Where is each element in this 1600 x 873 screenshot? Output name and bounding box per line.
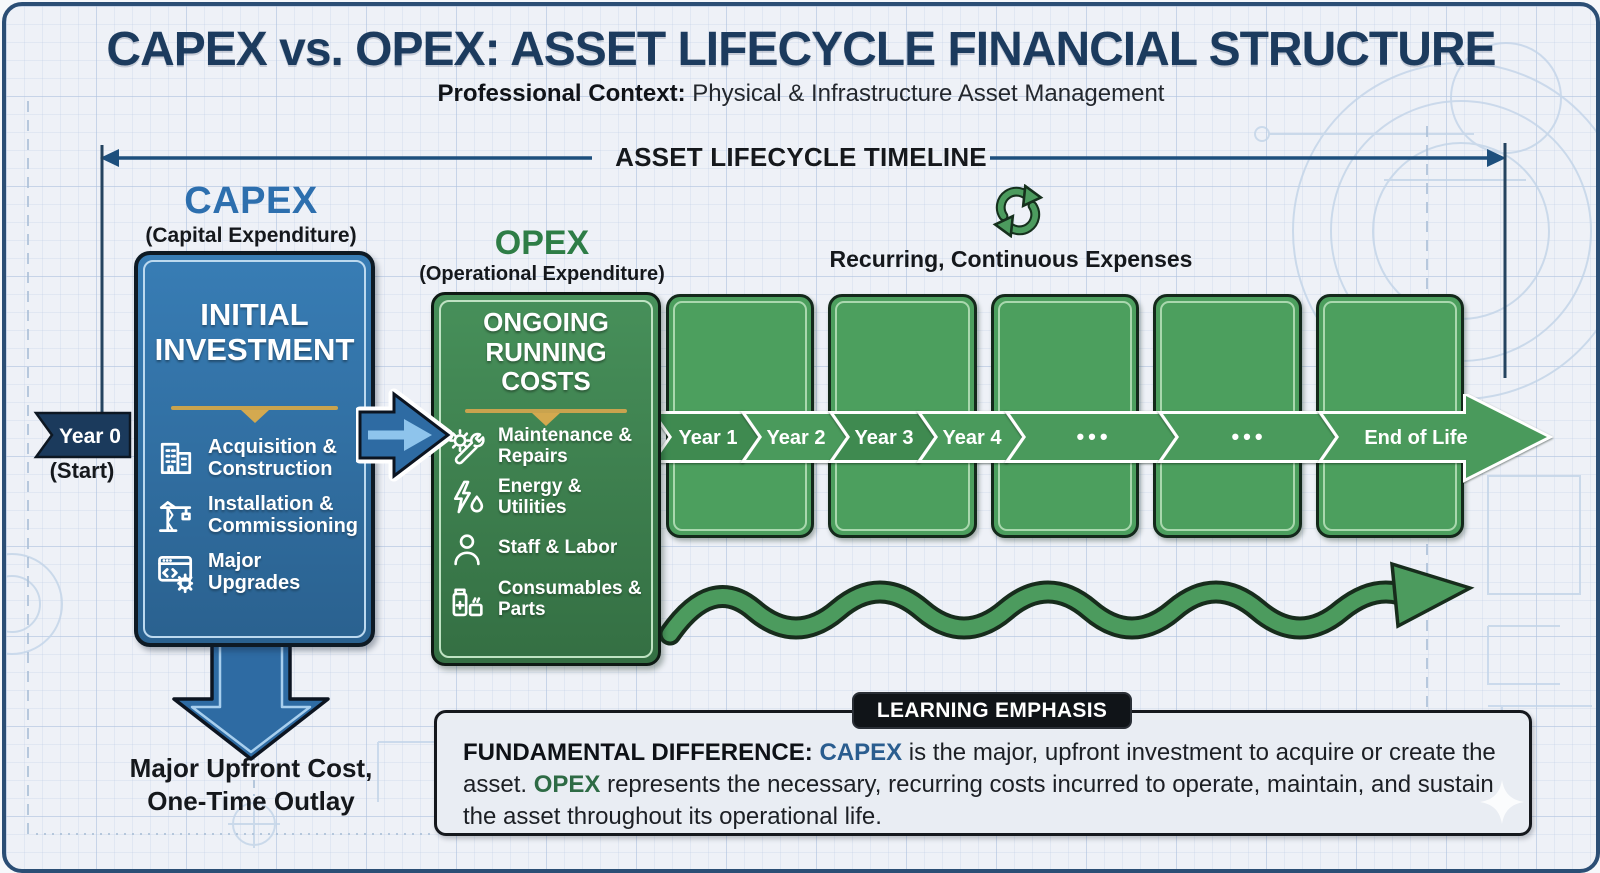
list-item: Acquisition & Construction xyxy=(154,436,371,480)
opex-items: Maintenance & Repairs Energy & Utilities xyxy=(446,424,658,621)
opex-heading: OPEX (Operational Expenditure) xyxy=(412,224,672,286)
crane-icon xyxy=(159,500,192,532)
timeline-end-arrow xyxy=(1317,394,1554,483)
opex-abbr: OPEX xyxy=(494,224,590,262)
consumables-icon xyxy=(452,588,483,617)
timeline-segment-label: ••• xyxy=(1076,424,1111,449)
sparkle-decoration xyxy=(1480,780,1524,824)
learning-middle-text: is the major, upfront investment to acqu… xyxy=(463,739,1496,798)
upfront-cost-down-arrow xyxy=(172,635,330,761)
capex-caption: Major Upfront Cost, One-Time Outlay xyxy=(91,752,411,817)
timeline-segment xyxy=(828,411,938,463)
timeline-segment xyxy=(740,411,850,463)
capex-items: Acquisition & Construction Installation … xyxy=(154,436,371,594)
year0-label: Year 0 xyxy=(59,425,121,448)
capex-abbr: CAPEX xyxy=(184,180,318,222)
timeline-segment xyxy=(916,411,1026,463)
opex-word: OPEX xyxy=(533,770,601,798)
capex-caption-line1: Major Upfront Cost, xyxy=(129,753,373,783)
learning-emphasis-text: FUNDAMENTAL DIFFERENCE: CAPEX is the maj… xyxy=(437,713,1529,833)
capex-box: INITIAL INVESTMENT Acquisition & Constru… xyxy=(134,251,375,647)
timeline-axis xyxy=(100,143,1507,422)
list-item: Installation & Commissioning xyxy=(154,493,371,537)
wavy-expense-arrow xyxy=(658,561,1475,646)
inner-arrow-head xyxy=(404,419,432,451)
timeline-segment-label: Year 4 xyxy=(943,427,1003,449)
timeline-segment-label: Year 3 xyxy=(855,427,914,449)
opex-box-title: ONGOING RUNNING COSTS xyxy=(483,307,609,397)
capex-box-title: INITIAL INVESTMENT xyxy=(154,297,355,368)
axis-left-arrowhead xyxy=(100,149,119,167)
learning-emphasis-badge: LEARNING EMPHASIS xyxy=(852,692,1132,729)
timeline-segment xyxy=(1157,411,1339,463)
capex-heading: CAPEX (Capital Expenditure) xyxy=(101,180,401,248)
energy-icon xyxy=(453,480,484,514)
subtitle-text: Physical & Infrastructure Asset Manageme… xyxy=(685,80,1165,107)
timeline-segment-label: Year 1 xyxy=(679,427,738,449)
list-item: Major Upgrades xyxy=(154,550,371,594)
capex-item-label: Major Upgrades xyxy=(208,549,301,594)
upgrades-icon xyxy=(158,555,194,593)
list-item: Energy & Utilities xyxy=(446,475,658,519)
capex-caption-line2: One-Time Outlay xyxy=(147,785,355,816)
recurring-expenses-label: Recurring, Continuous Expenses xyxy=(829,246,1193,272)
page-title: CAPEX vs. OPEX: ASSET LIFECYCLE FINANCIA… xyxy=(106,23,1496,76)
capex-item-label: Acquisition & Construction xyxy=(208,435,337,480)
capex-item-label: Installation & Commissioning xyxy=(208,492,359,537)
timeline-segment xyxy=(654,411,762,463)
opex-box: ONGOING RUNNING COSTS Maintenance & Repa… xyxy=(431,292,661,666)
maintenance-icon xyxy=(449,428,485,465)
opex-full-name: (Operational Expenditure) xyxy=(419,263,665,285)
page-subtitle: Professional Context: Physical & Infrast… xyxy=(6,80,1596,108)
recycle-icon xyxy=(992,184,1044,238)
list-item: Staff & Labor xyxy=(446,528,658,570)
timeline-segment-label: End of Life xyxy=(1364,427,1467,449)
year0-banner: Year 0 xyxy=(33,411,132,459)
timeline-segment-label: Year 2 xyxy=(767,427,826,449)
subtitle-label: Professional Context: xyxy=(437,80,686,107)
opex-item-label: Consumables & Parts xyxy=(498,577,642,620)
list-item: Maintenance & Repairs xyxy=(446,424,658,468)
timeline-segment-label: ••• xyxy=(1231,424,1266,449)
opex-item-label: Staff & Labor xyxy=(498,537,618,559)
fundamental-difference-label: FUNDAMENTAL DIFFERENCE: xyxy=(463,739,813,766)
gold-divider xyxy=(465,408,627,413)
axis-right-arrowhead xyxy=(1487,149,1506,167)
year0-sub-label: (Start) xyxy=(49,458,115,483)
capex-word: CAPEX xyxy=(819,739,903,766)
staff-icon xyxy=(454,534,480,566)
timeline-segment xyxy=(1004,411,1179,463)
capex-to-opex-arrow xyxy=(356,388,454,482)
timeline-chevron-band: Year 1 Year 2 Year 3 Year 4 ••• ••• End … xyxy=(654,394,1554,483)
learning-emphasis-panel: FUNDAMENTAL DIFFERENCE: CAPEX is the maj… xyxy=(434,710,1532,836)
opex-item-label: Maintenance & Repairs xyxy=(498,424,633,467)
gold-divider xyxy=(170,405,339,410)
learning-tail-text: represents the necessary, recurring cost… xyxy=(463,770,1494,830)
opex-item-label: Energy & Utilities xyxy=(498,475,582,518)
timeline-heading: ASSET LIFECYCLE TIMELINE xyxy=(615,142,987,172)
capex-full-name: (Capital Expenditure) xyxy=(145,224,357,247)
list-item: Consumables & Parts xyxy=(446,577,658,621)
building-icon xyxy=(160,442,192,474)
